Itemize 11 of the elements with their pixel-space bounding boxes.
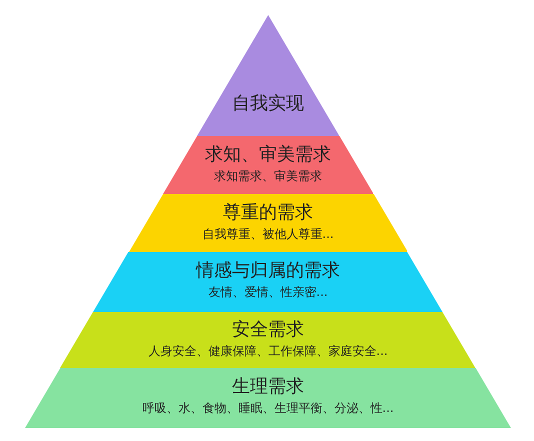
level-title: 安全需求	[232, 319, 304, 341]
level-title: 生理需求	[232, 376, 304, 398]
level-title: 自我实现	[232, 93, 304, 115]
level-description: 求知需求、审美需求	[214, 168, 322, 184]
level-description: 人身安全、健康保障、工作保障、家庭安全...	[148, 343, 388, 359]
level-description: 自我尊重、被他人尊重...	[202, 226, 334, 242]
level-title: 求知、审美需求	[204, 144, 331, 166]
level-title: 尊重的需求	[222, 202, 313, 224]
level-description: 呼吸、水、食物、睡眠、生理平衡、分泌、性...	[142, 400, 394, 416]
level-description: 友情、爱情、性亲密...	[208, 284, 328, 300]
level-title: 情感与归属的需求	[196, 260, 340, 282]
